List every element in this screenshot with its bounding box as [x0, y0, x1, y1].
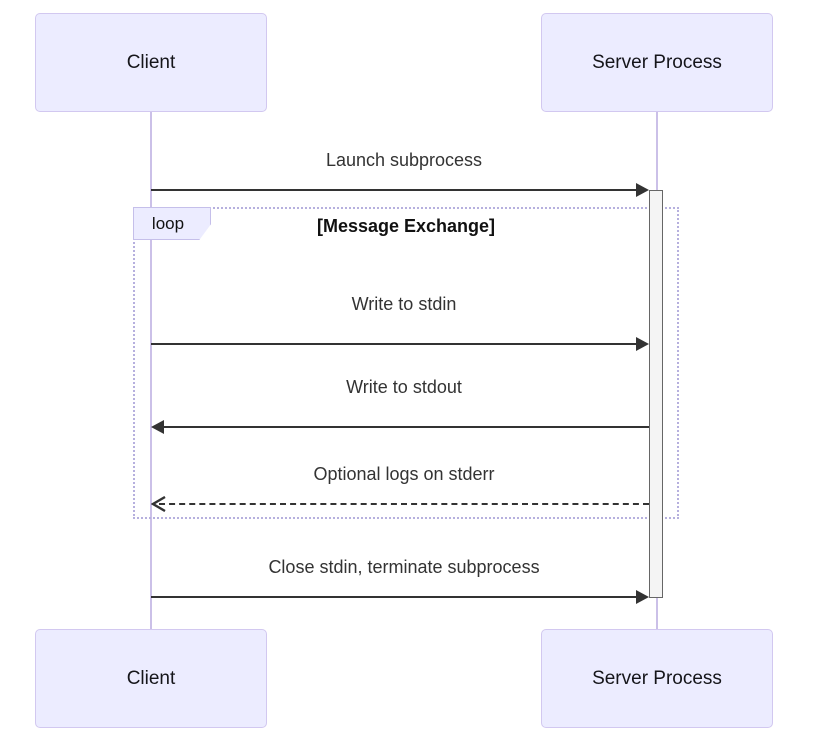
message-arrow: [151, 590, 649, 604]
arrow-line: [151, 343, 638, 345]
message-arrow: [151, 420, 649, 434]
message-arrow: [151, 337, 649, 351]
arrowhead-right-icon: [636, 183, 649, 197]
client-lifeline: [150, 112, 152, 629]
message-label: Write to stdin: [351, 294, 457, 314]
actor-label: Client: [126, 667, 176, 689]
loop-label: loop: [133, 207, 211, 240]
server-activation-bar: [649, 190, 663, 598]
actor-label: Server Process: [592, 667, 722, 689]
message-arrow: [151, 496, 649, 512]
actor-box-client-top: Client: [35, 13, 267, 112]
message-label: Optional logs on stderr: [313, 464, 495, 484]
arrowhead-right-icon: [636, 337, 649, 351]
actor-label: Client: [126, 51, 176, 73]
arrow-line: [159, 503, 649, 505]
loop-frame: loop [Message Exchange]: [133, 207, 679, 519]
arrow-line: [162, 426, 649, 428]
message-label: Launch subprocess: [325, 150, 483, 170]
open-arrowhead-icon: [151, 496, 166, 512]
actor-box-server-top: Server Process: [541, 13, 773, 112]
arrowhead-right-icon: [636, 590, 649, 604]
arrow-line: [151, 596, 638, 598]
arrowhead-left-icon: [151, 420, 164, 434]
message-label: Write to stdout: [346, 377, 462, 397]
loop-title: [Message Exchange]: [316, 216, 496, 236]
actor-label: Server Process: [592, 51, 722, 73]
message-arrow: [151, 183, 649, 197]
arrow-line: [151, 189, 638, 191]
actor-box-server-bottom: Server Process: [541, 629, 773, 728]
message-label: Close stdin, terminate subprocess: [268, 557, 540, 577]
actor-box-client-bottom: Client: [35, 629, 267, 728]
